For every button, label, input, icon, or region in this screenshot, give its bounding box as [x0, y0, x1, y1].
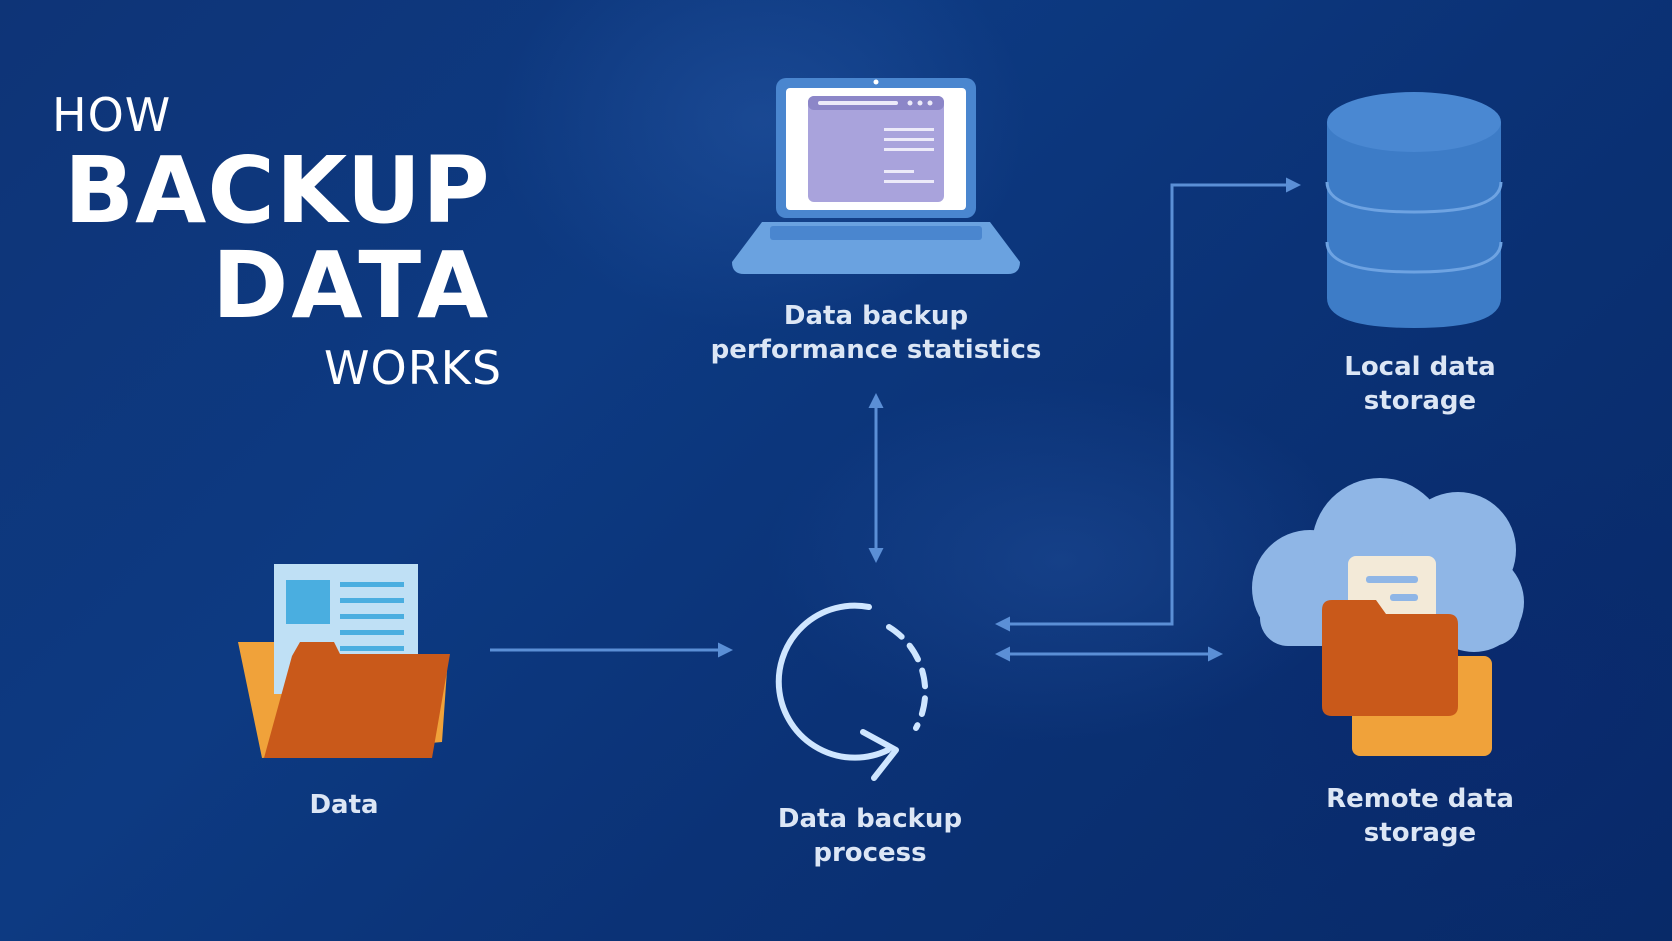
label-local-line1: Local data [1344, 352, 1496, 382]
connector-arrows [490, 177, 1301, 662]
label-data: Data [264, 788, 424, 822]
cloud-folder-icon [1252, 478, 1524, 756]
refresh-cycle-icon [775, 602, 929, 781]
label-backup-process: Data backup process [740, 802, 1000, 870]
title-how: HOW [52, 88, 172, 142]
label-remote-storage: Remote data storage [1290, 782, 1550, 850]
label-stats-line1: Data backup [783, 301, 969, 331]
title-backup: BACKUP [64, 137, 491, 244]
label-local-line2: storage [1363, 386, 1477, 416]
label-stats-line2: performance statistics [710, 335, 1042, 365]
arrow-local-to-process [995, 177, 1301, 632]
label-process-line2: process [813, 838, 927, 868]
database-icon [1325, 92, 1503, 328]
title-works: WORKS [324, 341, 503, 395]
folder-document-icon [238, 564, 450, 758]
label-data-line1: Data [309, 790, 379, 820]
label-process-line1: Data backup [777, 804, 963, 834]
title-data: DATA [212, 232, 492, 339]
label-performance-statistics: Data backup performance statistics [676, 299, 1076, 367]
label-remote-line2: storage [1363, 818, 1477, 848]
label-remote-line1: Remote data [1326, 784, 1514, 814]
laptop-icon [732, 78, 1020, 274]
label-local-storage: Local data storage [1300, 350, 1540, 418]
